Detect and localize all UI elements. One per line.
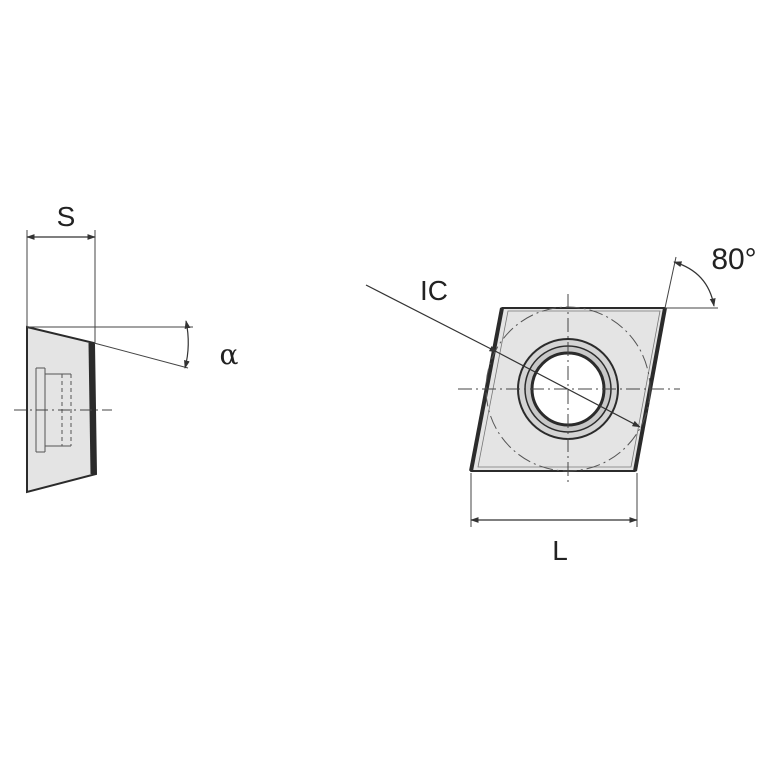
corner-angle-edge-extension — [664, 256, 677, 309]
alpha-angle-arc — [184, 320, 191, 369]
top-view: IC 80° L — [365, 243, 757, 566]
side-view-top-face-edge — [88, 342, 96, 475]
insert-inner-edge — [477, 310, 661, 468]
ic-leader-line — [365, 284, 498, 353]
side-view: S α — [14, 201, 239, 494]
edge-length-label: L — [552, 535, 568, 566]
thickness-label: S — [57, 201, 76, 232]
corner-angle-arc — [673, 261, 716, 307]
inscribed-circle-label: IC — [420, 275, 448, 306]
ic-diameter-line — [496, 351, 641, 428]
corner-angle-label: 80° — [711, 243, 756, 276]
clearance-angle-label: α — [220, 338, 239, 371]
alpha-flank-extension — [93, 342, 189, 369]
